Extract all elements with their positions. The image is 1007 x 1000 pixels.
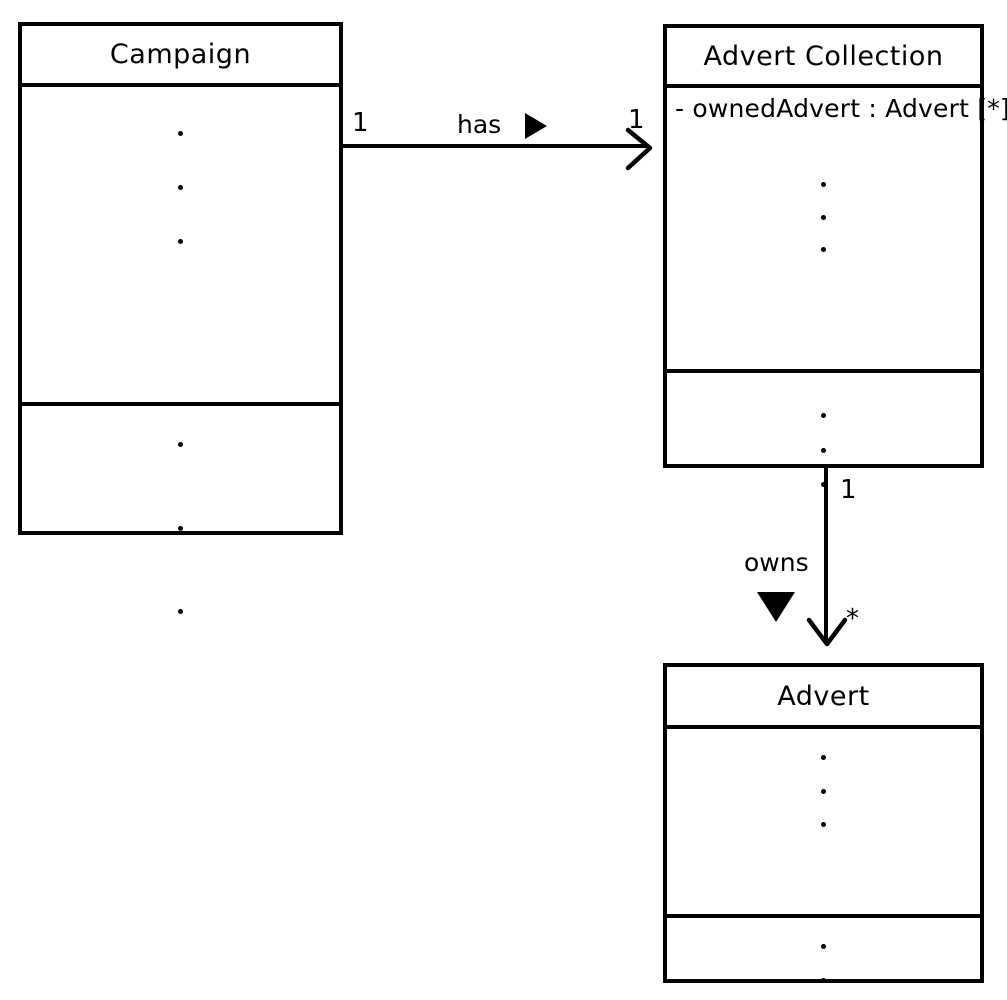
class-box-advert-collection[interactable]: Advert Collection - ownedAdvert : Advert… [663,24,1007,487]
ellipsis-dot [821,413,826,418]
ellipsis-dot [821,822,826,827]
ellipsis-dot [821,247,826,252]
class-box-advert[interactable]: Advert [663,663,984,983]
open-arrowhead-owns-icon [806,617,848,647]
ellipsis-dot [178,239,183,244]
multiplicity-advert-collection-has-target: 1 [628,105,645,135]
direction-triangle-owns-icon [757,592,795,622]
direction-triangle-has-icon [525,113,547,139]
class-compartment-campaign-attributes [22,87,339,406]
ellipsis-dot [821,977,826,983]
ellipsis-dot [178,131,183,136]
class-compartment-advert-collection-operations [667,373,980,487]
class-title-advert-collection: Advert Collection [667,28,980,88]
ellipsis-dot [821,788,826,794]
ellipsis-advert-collection-attributes [667,182,980,252]
class-title-campaign: Campaign [22,26,339,87]
ellipsis-advert-operations [667,944,980,1000]
class-compartment-advert-attributes [667,729,980,918]
multiplicity-advert-owns-target: * [846,604,859,634]
ellipsis-dot [821,755,826,760]
ellipsis-campaign-operations [22,442,339,614]
ellipsis-campaign-attributes [22,131,339,244]
association-line-owns[interactable] [824,465,828,640]
class-compartment-advert-collection-attributes: - ownedAdvert : Advert [*] [667,88,1007,373]
ellipsis-dot [821,944,826,949]
ellipsis-dot [821,182,826,187]
attribute-owned-advert: - ownedAdvert : Advert [*] [675,94,1007,123]
class-compartment-advert-operations [667,918,980,983]
ellipsis-dot [178,525,183,531]
ellipsis-dot [821,482,826,487]
ellipsis-advert-attributes [667,755,980,827]
ellipsis-dot [178,185,183,190]
association-label-owns: owns [744,548,809,577]
multiplicity-advert-collection-owns-source: 1 [840,475,857,505]
ellipsis-advert-collection-operations [667,413,980,487]
ellipsis-dot [821,214,826,220]
association-line-has[interactable] [342,144,647,148]
multiplicity-campaign-has-source: 1 [352,108,369,138]
ellipsis-dot [178,609,183,614]
open-arrowhead-has-icon [625,127,653,171]
ellipsis-dot [178,442,183,447]
class-title-advert: Advert [667,667,980,729]
class-compartment-campaign-operations [22,406,339,614]
association-label-has: has [457,110,502,139]
class-box-campaign[interactable]: Campaign [18,22,343,614]
ellipsis-dot [821,447,826,453]
